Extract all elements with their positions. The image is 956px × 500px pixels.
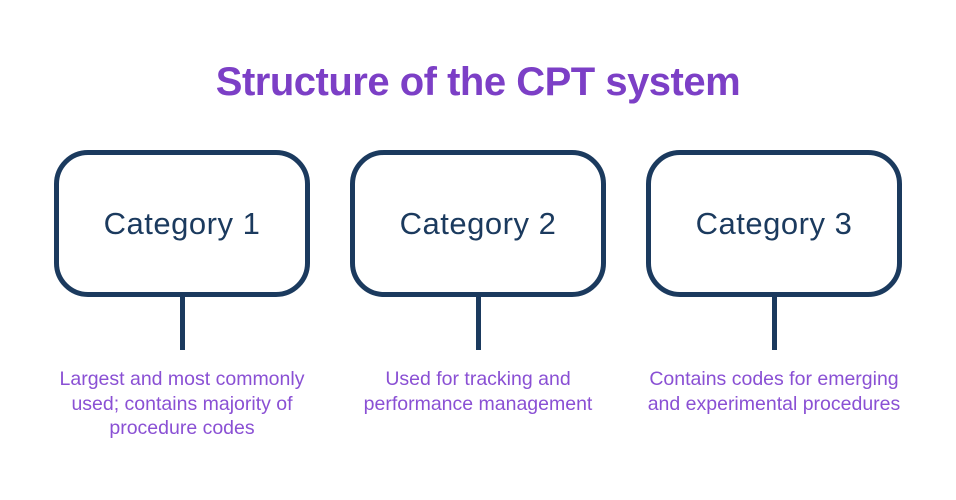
category-column-1: Category 1 Largest and most commonly use…: [54, 150, 310, 441]
category-3-connector-line: [771, 297, 777, 350]
category-2-box: Category 2: [350, 150, 606, 297]
categories-row: Category 1 Largest and most commonly use…: [54, 150, 902, 441]
diagram-title: Structure of the CPT system: [215, 60, 741, 104]
category-1-description: Largest and most commonly used; contains…: [59, 368, 305, 439]
category-2-connector-line: [475, 297, 481, 350]
category-2-description: Used for tracking and performance manage…: [363, 368, 593, 415]
category-1-label: Category 1: [103, 205, 261, 241]
category-3-description: Contains codes for emerging and experime…: [647, 368, 901, 415]
category-column-2: Category 2 Used for tracking and perform…: [350, 150, 606, 441]
category-3-box: Category 3: [646, 150, 902, 297]
category-column-3: Category 3 Contains codes for emerging a…: [646, 150, 902, 441]
category-1-box: Category 1: [54, 150, 310, 297]
category-3-label: Category 3: [695, 205, 853, 241]
category-1-connector-line: [179, 297, 185, 350]
category-2-label: Category 2: [399, 205, 557, 241]
